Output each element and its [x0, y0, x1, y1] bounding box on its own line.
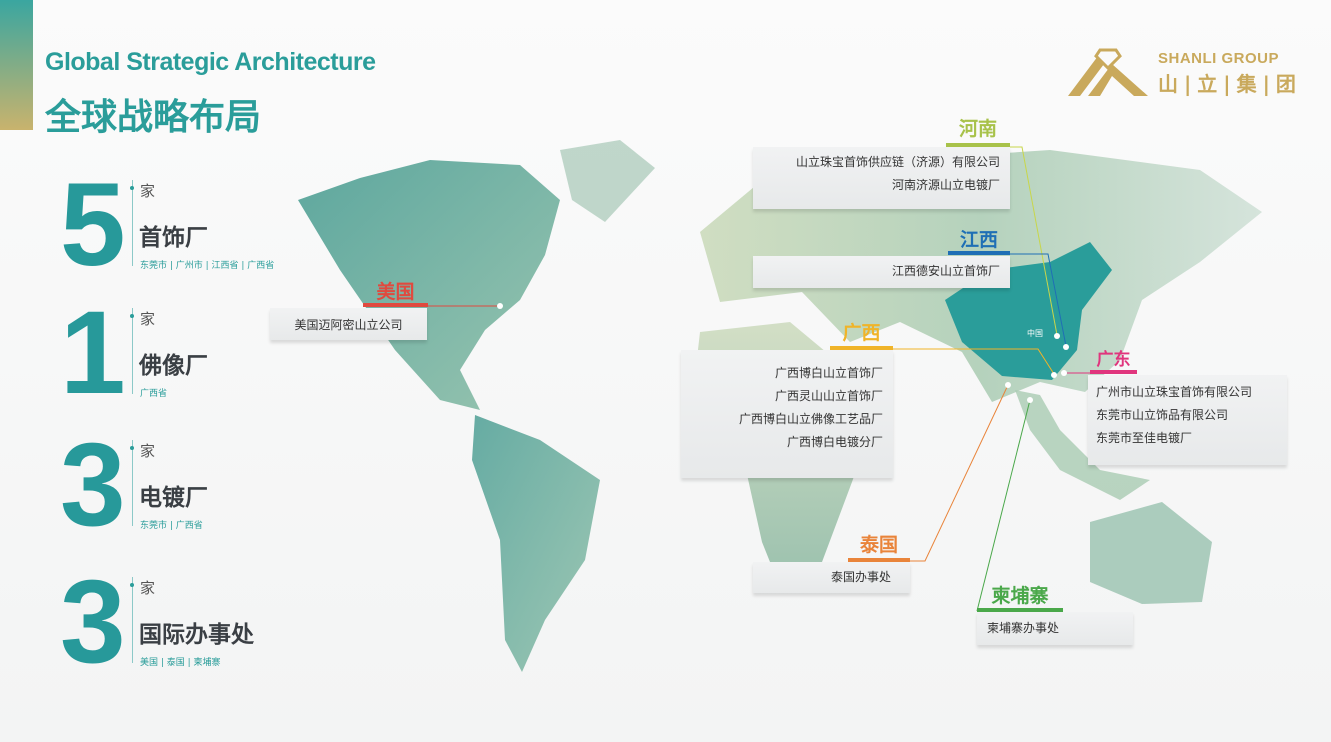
region-bar-usa [363, 303, 428, 307]
region-label-jiangxi: 江西 [959, 229, 998, 251]
company-item: 美国迈阿密山立公司 [294, 318, 403, 332]
company-item: 东莞市山立饰品有限公司 [1096, 408, 1229, 422]
region-label-guangxi: 广西 [842, 322, 881, 344]
stat-jewelry-factories: 5 家 首饰厂 东莞市 | 广州市 | 江西省 | 广西省 [60, 166, 320, 284]
australia [1090, 502, 1212, 604]
stat-count: 3 [60, 419, 126, 551]
stat-plating-factories: 3 家 电镀厂 东莞市 | 广西省 [60, 426, 320, 544]
region-label-usa: 美国 [376, 281, 415, 303]
region-label-henan: 河南 [958, 118, 997, 140]
stat-buddha-factories: 1 家 佛像厂 广西省 [60, 294, 320, 412]
region-box-guangdong: 广州市山立珠宝首饰有限公司 东莞市山立饰品有限公司 东莞市至佳电镀厂 [1088, 375, 1287, 465]
stat-locations: 美国 | 泰国 | 柬埔寨 [140, 658, 221, 668]
logo-text-en: SHANLI GROUP [1158, 50, 1280, 67]
company-item: 广西博白电镀分厂 [786, 435, 883, 449]
connector-jiangxi [1010, 253, 1067, 347]
region-label-cambodia: 柬埔寨 [991, 585, 1049, 607]
region-label-guangdong: 广东 [1096, 350, 1131, 370]
stat-unit: 家 [140, 579, 156, 597]
connector-henan [1010, 146, 1058, 336]
company-item: 柬埔寨办事处 [987, 621, 1060, 635]
company-item: 泰国办事处 [831, 570, 892, 584]
region-box-thailand: 泰国办事处 [753, 562, 910, 593]
stat-count: 3 [60, 556, 126, 688]
company-item: 广西博白山立首饰厂 [774, 366, 883, 380]
region-bar-cambodia [977, 608, 1063, 612]
divider [132, 180, 133, 266]
stat-locations: 东莞市 | 广州市 | 江西省 | 广西省 [140, 261, 275, 271]
region-box-guangxi: 广西博白山立首饰厂 广西灵山山立首饰厂 广西博白山立佛像工艺品厂 广西博白电镀分… [681, 350, 893, 478]
company-item: 河南济源山立电镀厂 [891, 178, 1000, 192]
stat-count: 1 [60, 287, 126, 419]
company-logo [1068, 46, 1298, 98]
region-box-jiangxi: 江西德安山立首饰厂 [753, 256, 1010, 288]
stat-kind: 电镀厂 [139, 485, 208, 511]
company-item: 山立珠宝首饰供应链（济源）有限公司 [795, 155, 1000, 169]
stat-count: 5 [60, 159, 126, 291]
company-item: 东莞市至佳电镀厂 [1096, 431, 1193, 445]
region-bar-guangxi [830, 346, 893, 350]
divider [132, 440, 133, 526]
company-item: 广西灵山山立首饰厂 [774, 389, 883, 403]
region-box-henan: 山立珠宝首饰供应链（济源）有限公司 河南济源山立电镀厂 [753, 147, 1010, 209]
company-item: 江西德安山立首饰厂 [891, 264, 1000, 278]
page-title-en: Global Strategic Architecture [45, 48, 376, 76]
company-item: 广州市山立珠宝首饰有限公司 [1096, 385, 1253, 399]
connector-guangxi [893, 348, 1055, 375]
region-bar-guangdong [1090, 370, 1137, 374]
stat-unit: 家 [140, 182, 156, 200]
stat-locations: 东莞市 | 广西省 [140, 521, 203, 531]
region-label-thailand: 泰国 [859, 534, 898, 556]
china-map-label: 中国 [1027, 329, 1043, 338]
stat-kind: 佛像厂 [139, 353, 208, 379]
logo-text-cn: 山|立|集|团 [1158, 72, 1302, 96]
connector-cambodia [976, 399, 1031, 612]
divider-dot [130, 314, 134, 318]
stat-unit: 家 [140, 442, 156, 460]
divider-dot [130, 186, 134, 190]
divider [132, 308, 133, 394]
north-america [298, 160, 560, 410]
divider [132, 577, 133, 663]
page-title-cn: 全球战略布局 [45, 97, 262, 138]
company-item: 广西博白山立佛像工艺品厂 [738, 412, 883, 426]
region-bar-jiangxi [948, 251, 1010, 255]
stat-unit: 家 [140, 310, 156, 328]
stat-locations: 广西省 [140, 389, 168, 399]
greenland [560, 140, 655, 222]
accent-bar [0, 0, 33, 130]
divider-dot [130, 583, 134, 587]
logo-mark-icon [1068, 48, 1148, 96]
connector-thailand [910, 384, 1009, 562]
stat-kind: 首饰厂 [139, 225, 208, 251]
region-box-cambodia: 柬埔寨办事处 [977, 612, 1133, 645]
region-bar-thailand [848, 558, 910, 562]
stat-kind: 国际办事处 [139, 622, 254, 648]
south-america [472, 415, 600, 672]
region-box-usa: 美国迈阿密山立公司 [270, 308, 427, 340]
divider-dot [130, 446, 134, 450]
stat-intl-offices: 3 家 国际办事处 美国 | 泰国 | 柬埔寨 [60, 563, 320, 681]
southeast-asia [1015, 390, 1150, 500]
region-bar-henan [946, 143, 1010, 147]
